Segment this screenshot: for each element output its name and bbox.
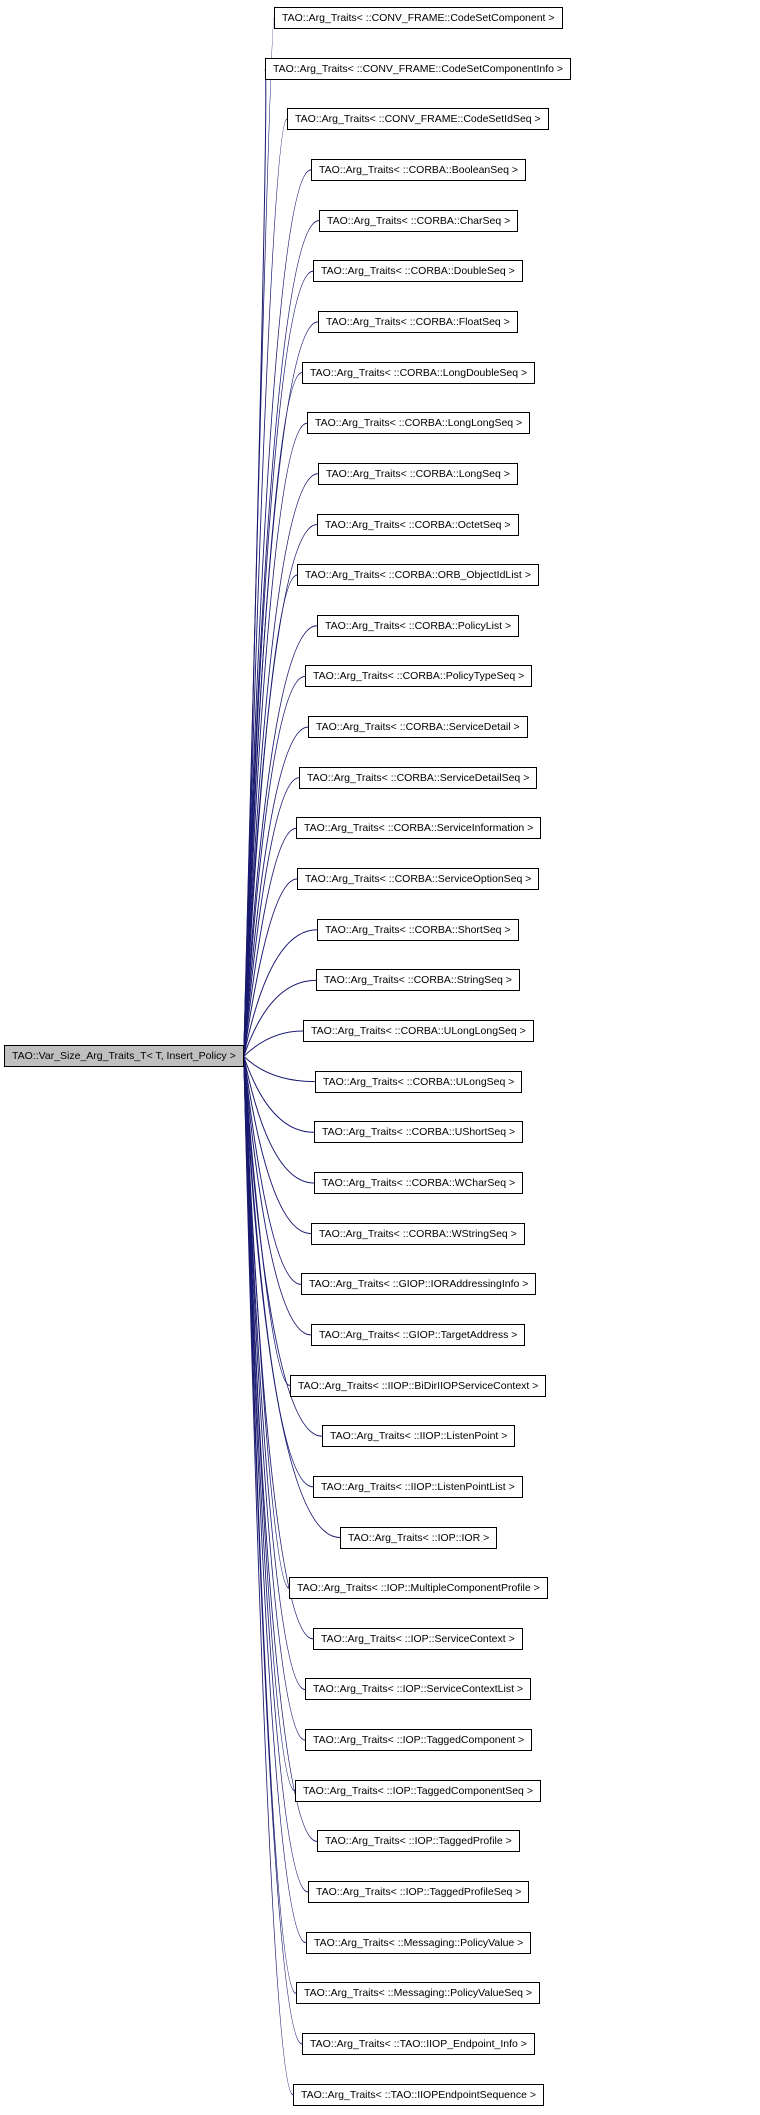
inheritance-edge <box>243 372 303 1051</box>
derived-class-node[interactable]: TAO::Arg_Traits< ::CORBA::ServiceDetail … <box>308 716 528 738</box>
inheritance-edge <box>243 625 318 1053</box>
inheritance-edge <box>243 1059 291 1386</box>
derived-class-node[interactable]: TAO::Arg_Traits< ::CORBA::LongSeq > <box>318 463 518 485</box>
derived-class-node[interactable]: TAO::Arg_Traits< ::CORBA::ServiceDetailS… <box>299 767 538 789</box>
inheritance-edge <box>243 118 288 1049</box>
derived-class-node[interactable]: TAO::Arg_Traits< ::IOP::TaggedProfileSeq… <box>308 1881 530 1903</box>
derived-class-node[interactable]: TAO::Arg_Traits< ::CORBA::WCharSeq > <box>314 1172 524 1194</box>
derived-class-node[interactable]: TAO::Arg_Traits< ::Messaging::PolicyValu… <box>296 1982 540 2004</box>
inheritance-edge <box>243 1056 315 1133</box>
inheritance-edge <box>243 827 297 1055</box>
derived-class-node[interactable]: TAO::Arg_Traits< ::TAO::IIOPEndpointSequ… <box>293 2084 544 2106</box>
inheritance-edge <box>243 1065 294 2096</box>
inheritance-edge <box>243 979 317 1056</box>
derived-class-node[interactable]: TAO::Arg_Traits< ::CORBA::ORB_ObjectIdLi… <box>297 564 539 586</box>
inheritance-edge <box>243 1059 323 1437</box>
inheritance-edge <box>243 1060 341 1538</box>
inheritance-edge <box>243 1058 302 1285</box>
derived-class-node[interactable]: TAO::Arg_Traits< ::IOP::TaggedComponentS… <box>295 1780 541 1802</box>
inheritance-edge <box>243 1056 316 1083</box>
derived-class-node[interactable]: TAO::Arg_Traits< ::Messaging::PolicyValu… <box>306 1932 532 1954</box>
derived-class-node[interactable]: TAO::Arg_Traits< ::IIOP::ListenPoint > <box>322 1425 516 1447</box>
derived-class-node[interactable]: TAO::Arg_Traits< ::CORBA::WStringSeq > <box>311 1223 525 1245</box>
inheritance-edge <box>243 1058 312 1336</box>
derived-class-node[interactable]: TAO::Arg_Traits< ::CORBA::LongDoubleSeq … <box>302 362 536 384</box>
inheritance-edge <box>243 422 308 1051</box>
inheritance-edge <box>243 1057 315 1184</box>
inheritance-edge <box>243 473 319 1052</box>
inheritance-edge <box>243 1030 304 1057</box>
base-class-node: TAO::Var_Size_Arg_Traits_T< T, Insert_Po… <box>4 1045 244 1067</box>
derived-class-node[interactable]: TAO::Arg_Traits< ::CORBA::LongLongSeq > <box>307 412 531 434</box>
inheritance-edge <box>243 1063 318 1842</box>
inheritance-edge <box>243 68 267 1048</box>
derived-class-node[interactable]: TAO::Arg_Traits< ::GIOP::TargetAddress > <box>311 1324 526 1346</box>
derived-class-node[interactable]: TAO::Arg_Traits< ::CONV_FRAME::CodeSetCo… <box>274 7 563 29</box>
derived-class-node[interactable]: TAO::Arg_Traits< ::CORBA::PolicyTypeSeq … <box>305 665 533 687</box>
derived-class-node[interactable]: TAO::Arg_Traits< ::CONV_FRAME::CodeSetId… <box>287 108 549 130</box>
derived-class-node[interactable]: TAO::Arg_Traits< ::CORBA::PolicyList > <box>317 615 520 637</box>
inheritance-edge <box>243 878 298 1055</box>
derived-class-node[interactable]: TAO::Arg_Traits< ::CORBA::OctetSeq > <box>317 514 519 536</box>
derived-class-node[interactable]: TAO::Arg_Traits< ::CORBA::BooleanSeq > <box>311 159 527 181</box>
derived-class-node[interactable]: TAO::Arg_Traits< ::CORBA::ULongSeq > <box>315 1071 523 1093</box>
inheritance-edge <box>243 1064 307 1944</box>
derived-class-node[interactable]: TAO::Arg_Traits< ::TAO::IIOP_Endpoint_In… <box>302 2033 535 2055</box>
inheritance-edge <box>243 675 306 1054</box>
derived-class-node[interactable]: TAO::Arg_Traits< ::IOP::TaggedProfile > <box>317 1830 520 1852</box>
inheritance-edge <box>243 1063 309 1893</box>
derived-class-node[interactable]: TAO::Arg_Traits< ::CORBA::ULongLongSeq > <box>303 1020 534 1042</box>
derived-class-node[interactable]: TAO::Arg_Traits< ::IOP::ServiceContextLi… <box>305 1678 532 1700</box>
derived-class-node[interactable]: TAO::Arg_Traits< ::CORBA::FloatSeq > <box>318 311 518 333</box>
inheritance-edge <box>243 1061 306 1690</box>
inheritance-edge <box>243 1057 312 1235</box>
derived-class-node[interactable]: TAO::Arg_Traits< ::IOP::MultipleComponen… <box>289 1577 548 1599</box>
inheritance-edge <box>243 270 314 1050</box>
derived-class-node[interactable]: TAO::Arg_Traits< ::IOP::TaggedComponent … <box>305 1729 533 1751</box>
derived-class-node[interactable]: TAO::Arg_Traits< ::GIOP::IORAddressingIn… <box>301 1273 537 1295</box>
derived-class-node[interactable]: TAO::Arg_Traits< ::IIOP::ListenPointList… <box>313 1476 523 1498</box>
inheritance-edge <box>243 1061 314 1640</box>
inheritance-edge <box>243 929 318 1056</box>
derived-class-node[interactable]: TAO::Arg_Traits< ::CORBA::ServiceInforma… <box>296 817 542 839</box>
inheritance-edge <box>243 220 320 1049</box>
derived-class-node[interactable]: TAO::Arg_Traits< ::IOP::ServiceContext > <box>313 1628 523 1650</box>
derived-class-node[interactable]: TAO::Arg_Traits< ::CORBA::ShortSeq > <box>317 919 519 941</box>
derived-class-node[interactable]: TAO::Arg_Traits< ::IOP::IOR > <box>340 1527 498 1549</box>
inheritance-edge <box>243 169 312 1049</box>
inheritance-edge <box>243 574 298 1053</box>
derived-class-node[interactable]: TAO::Arg_Traits< ::CORBA::ServiceOptionS… <box>297 868 540 890</box>
derived-class-node[interactable]: TAO::Arg_Traits< ::IIOP::BiDirIIOPServic… <box>290 1375 547 1397</box>
inheritance-edge <box>243 1062 306 1741</box>
derived-class-node[interactable]: TAO::Arg_Traits< ::CORBA::UShortSeq > <box>314 1121 524 1143</box>
derived-class-node[interactable]: TAO::Arg_Traits< ::CONV_FRAME::CodeSetCo… <box>265 58 572 80</box>
derived-class-node[interactable]: TAO::Arg_Traits< ::CORBA::StringSeq > <box>316 969 520 991</box>
inheritance-edge <box>243 777 300 1054</box>
derived-class-node[interactable]: TAO::Arg_Traits< ::CORBA::CharSeq > <box>319 210 519 232</box>
inheritance-edge <box>243 726 309 1054</box>
derived-class-node[interactable]: TAO::Arg_Traits< ::CORBA::DoubleSeq > <box>313 260 523 282</box>
inheritance-edge <box>243 1065 303 2045</box>
